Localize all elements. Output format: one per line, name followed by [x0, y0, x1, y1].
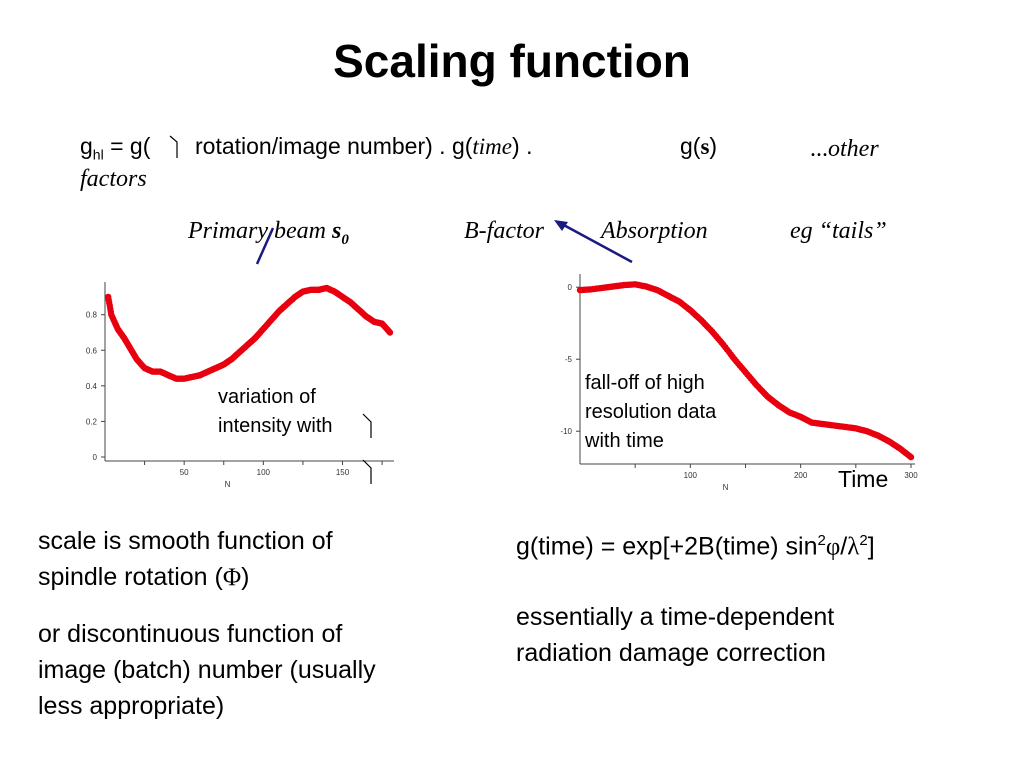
eq-prefix: g(time) = exp[+2B(time) sin — [516, 532, 818, 561]
primary-beam-text: Primary beam — [188, 218, 332, 244]
note-intensity: variation of intensity with — [218, 383, 333, 441]
left-p2-line1: or discontinuous function of — [38, 620, 343, 648]
data-point — [386, 329, 394, 336]
left-p1-line2-text: spindle rotation ( — [38, 563, 223, 591]
label-absorption: Absorption — [601, 218, 708, 244]
missing-glyph-bracket — [169, 135, 178, 158]
note-falloff-line1: fall-off of high — [585, 372, 705, 394]
left-p2-line3: less appropriate) — [38, 692, 225, 720]
formula-factors: factors — [80, 166, 147, 192]
time-equation: g(time) = exp[+2B(time) sin2φ/λ2] — [516, 523, 996, 565]
formula-close: ) . — [512, 133, 533, 159]
formula-ellipsis: ... — [810, 136, 828, 162]
right-text-block: g(time) = exp[+2B(time) sin2φ/λ2] essent… — [516, 523, 996, 671]
eq-sup-b: 2 — [859, 532, 868, 549]
y-tick-label: 0.4 — [86, 382, 98, 391]
left-p1-line2: spindle rotation (Φ) — [38, 559, 478, 596]
x-tick-label: 100 — [257, 468, 271, 477]
eq-slash: / — [840, 532, 848, 561]
note-falloff-line2: resolution data — [585, 401, 717, 423]
arrow-bfactor — [559, 221, 633, 264]
x-axis-label: N — [225, 480, 231, 489]
y-tick-label: -10 — [560, 427, 572, 436]
label-tails: eg “tails” — [790, 218, 887, 244]
formula-time: time — [472, 134, 513, 159]
label-primary-beam: Primary beam s0 — [188, 218, 349, 249]
formula-other: ...other — [810, 133, 920, 166]
x-axis-label: N — [723, 483, 729, 492]
note-intensity-line2: intensity with — [218, 415, 333, 437]
formula-eq: = g( — [103, 133, 151, 159]
x-tick-label: 300 — [904, 471, 918, 480]
eq-sup-a: 2 — [817, 532, 826, 549]
y-tick-label: 0 — [93, 453, 98, 462]
slide-title: Scaling function — [333, 35, 691, 87]
data-point — [907, 453, 915, 461]
left-p1-line1: scale is smooth function of — [38, 527, 333, 555]
y-tick-label: 0.8 — [86, 311, 98, 320]
x-tick-label: 100 — [684, 471, 698, 480]
x-tick-label: 150 — [336, 468, 350, 477]
s0-subscript: 0 — [341, 231, 349, 248]
y-tick-label: -5 — [565, 355, 573, 364]
label-bfactor: B-factor — [464, 218, 544, 244]
phi-symbol: Φ — [222, 564, 242, 591]
eq-phi: φ — [825, 533, 841, 561]
left-p1-close: ) — [241, 563, 250, 591]
y-tick-label: 0 — [568, 283, 573, 292]
formula-gs-close: ) — [709, 133, 718, 159]
eq-close: ] — [867, 532, 875, 561]
right-p2-line2: radiation damage correction — [516, 639, 826, 668]
y-tick-label: 0.6 — [86, 346, 98, 355]
time-label: Time — [838, 466, 889, 492]
left-p2-line2: image (batch) number (usually — [38, 656, 376, 684]
y-tick-label: 0.2 — [86, 417, 98, 426]
left-text-block: scale is smooth function of spindle rota… — [38, 523, 478, 724]
formula-line: ghl = g( — [80, 133, 150, 163]
s0-symbol: s0 — [331, 218, 349, 248]
x-tick-label: 200 — [794, 471, 808, 480]
arrow-bfactor-head — [554, 220, 568, 231]
formula-gs: g(s) — [680, 133, 717, 160]
formula-s: s — [700, 134, 710, 159]
note-falloff: fall-off of high resolution data with ti… — [585, 369, 716, 456]
formula-other-factors-1: other — [828, 136, 879, 162]
formula-gs-open: g( — [680, 133, 701, 159]
right-p2-line1: essentially a time-dependent — [516, 603, 835, 632]
formula-rotation-text: rotation/image number) . g( — [195, 133, 473, 159]
formula-subscript: hl — [92, 146, 104, 163]
s0-letter: s — [331, 218, 342, 244]
eq-lambda: λ — [847, 533, 860, 561]
formula-g: g — [80, 133, 93, 159]
x-tick-label: 50 — [180, 468, 189, 477]
note-intensity-line1: variation of — [218, 386, 316, 408]
missing-glyph-brackets-left — [362, 413, 372, 484]
arrows-layer — [255, 220, 633, 265]
formula-rotation: rotation/image number) . g(time) . — [195, 133, 532, 160]
note-falloff-line3: with time — [585, 430, 664, 452]
arrow-primary-beam — [255, 227, 275, 265]
